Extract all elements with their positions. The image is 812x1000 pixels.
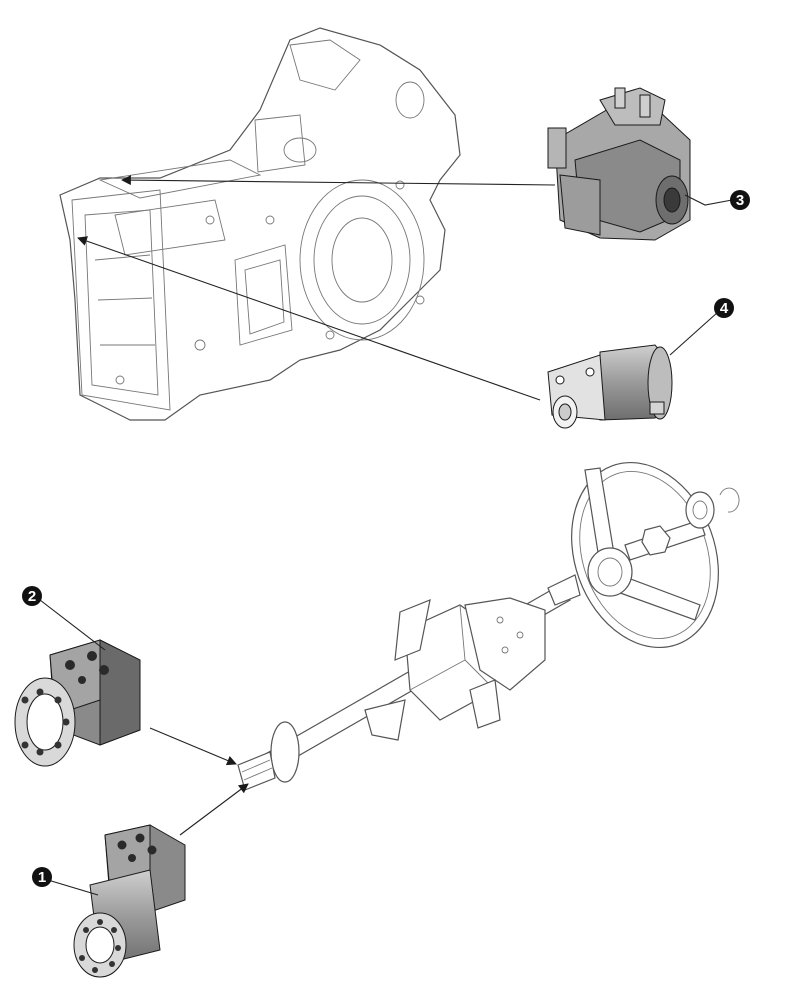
callout-4-label: 4 [720, 300, 729, 317]
arrow-valve-2-to-column [149, 727, 237, 766]
callout-2-badge [22, 586, 42, 606]
hydraulic-pump-part-3 [547, 87, 691, 241]
gear-pump-part-4 [547, 344, 673, 429]
callout-1: 1 [32, 867, 52, 887]
steering-column-assembly [237, 461, 740, 791]
arrow-valve-1-to-column [179, 783, 249, 836]
callout-2-label: 2 [28, 588, 36, 605]
callout-3-label: 3 [736, 192, 744, 209]
steering-valve-part-2 [14, 639, 141, 767]
callout-1-badge [32, 867, 52, 887]
transmission-housing [59, 27, 461, 421]
callout-4: 4 [714, 298, 734, 318]
callout-leaders [39, 194, 733, 896]
callout-1-label: 1 [38, 869, 46, 886]
callout-2: 2 [22, 586, 42, 606]
callout-3: 3 [730, 190, 750, 210]
steering-valve-part-1 [73, 824, 186, 978]
callout-4-badge [714, 298, 734, 318]
callout-3-badge [730, 190, 750, 210]
arrow-pump-4-to-housing [77, 236, 541, 401]
assembly-arrows [77, 175, 556, 836]
arrow-pump-3-to-housing [121, 175, 556, 186]
